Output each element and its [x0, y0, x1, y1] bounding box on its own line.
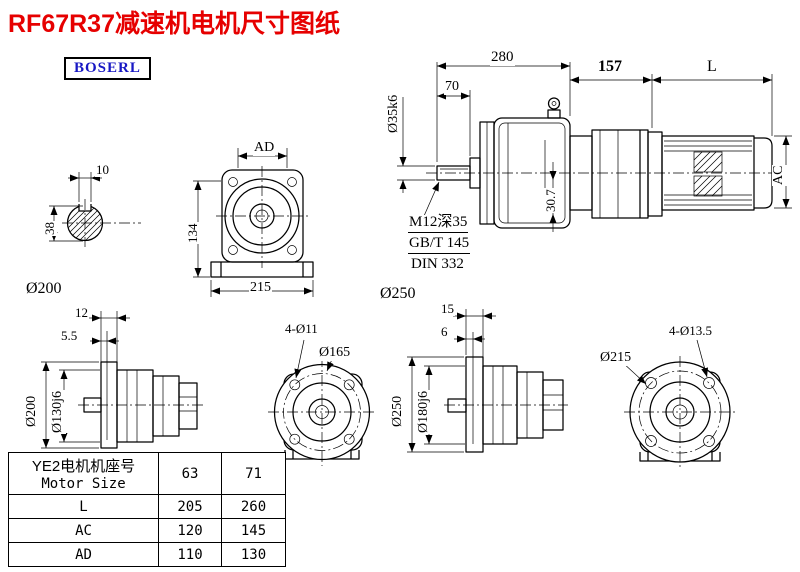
flange-large-bolt-circle-label: Ø215 [599, 350, 633, 366]
dim-flange-small-thickness-label: 12 [74, 305, 89, 320]
dim-inner-label: 30.7 [543, 188, 558, 213]
dim-flange-large-od-label: Ø250 [390, 394, 406, 428]
thread-callout-line1: M12深35 [408, 214, 469, 233]
row-label-AC: AC [8, 518, 159, 543]
dim-flange-small-od-label: Ø200 [24, 394, 40, 428]
dim-flange-large-recess-label: 6 [440, 324, 449, 339]
brand-logo: BOSERL [64, 57, 151, 80]
assembly-side-view [397, 62, 792, 232]
dim-shaft-height-label: 38 [42, 221, 57, 236]
dim-ad-label: AD [253, 140, 276, 156]
dim-overall-label: 280 [490, 49, 515, 66]
row-label-L: L [8, 494, 159, 519]
dim-shaft-length-label: 70 [444, 79, 460, 95]
dim-mid-length-label: 157 [597, 58, 623, 76]
value-AD-63: 110 [158, 542, 222, 567]
flange-small-caption: Ø200 [25, 280, 63, 298]
column-size-71: 71 [221, 452, 286, 495]
thread-callout-line2: GB/T 145 [408, 235, 471, 254]
dim-key-width-label: 10 [95, 162, 110, 177]
table-row-L: L 205 260 [8, 494, 286, 519]
flange-small-front-view [268, 339, 376, 466]
motor-size-table: YE2电机机座号 Motor Size 63 71 L 205 260 AC 1… [8, 452, 286, 567]
dim-height-134-label: 134 [185, 222, 200, 244]
flange-large-holes-label: 4-Ø13.5 [668, 323, 713, 338]
table-row-AC: AC 120 145 [8, 518, 286, 543]
dim-flange-large-spigot-label: Ø180j6 [416, 390, 432, 434]
dim-flange-small-spigot-label: Ø130j6 [50, 390, 66, 434]
dim-width-215-label: 215 [249, 280, 272, 296]
value-L-63: 205 [158, 494, 222, 519]
motor-size-header-cn: YE2电机机座号 [31, 458, 136, 475]
shaft-keyway-section-view [49, 172, 141, 247]
flange-large-front-view [621, 339, 736, 468]
gearbox-front-view [193, 148, 314, 297]
dim-shaft-diameter-label: Ø35k6 [386, 93, 402, 134]
dim-motor-od-label: AC [771, 164, 787, 186]
value-AC-71: 145 [221, 518, 286, 543]
table-header-row: YE2电机机座号 Motor Size 63 71 [8, 452, 286, 495]
dim-motor-length-label: L [706, 58, 718, 76]
page-title: RF67R37减速机电机尺寸图纸 [8, 10, 340, 38]
dim-flange-small-recess-label: 5.5 [60, 328, 79, 343]
flange-small-holes-label: 4-Ø11 [284, 321, 319, 336]
value-AC-63: 120 [158, 518, 222, 543]
motor-size-header-en: Motor Size [41, 476, 126, 492]
dim-flange-large-thickness-label: 15 [440, 301, 455, 316]
column-size-63: 63 [158, 452, 222, 495]
value-AD-71: 130 [221, 542, 286, 567]
row-label-AD: AD [8, 542, 159, 567]
value-L-71: 260 [221, 494, 286, 519]
flange-small-bolt-circle-label: Ø165 [318, 345, 352, 361]
table-row-AD: AD 110 130 [8, 542, 286, 567]
flange-large-caption: Ø250 [379, 285, 417, 303]
motor-size-header-cell: YE2电机机座号 Motor Size [8, 452, 159, 495]
flange-large-side-view [407, 309, 568, 453]
thread-callout-line3: DIN 332 [410, 256, 465, 273]
